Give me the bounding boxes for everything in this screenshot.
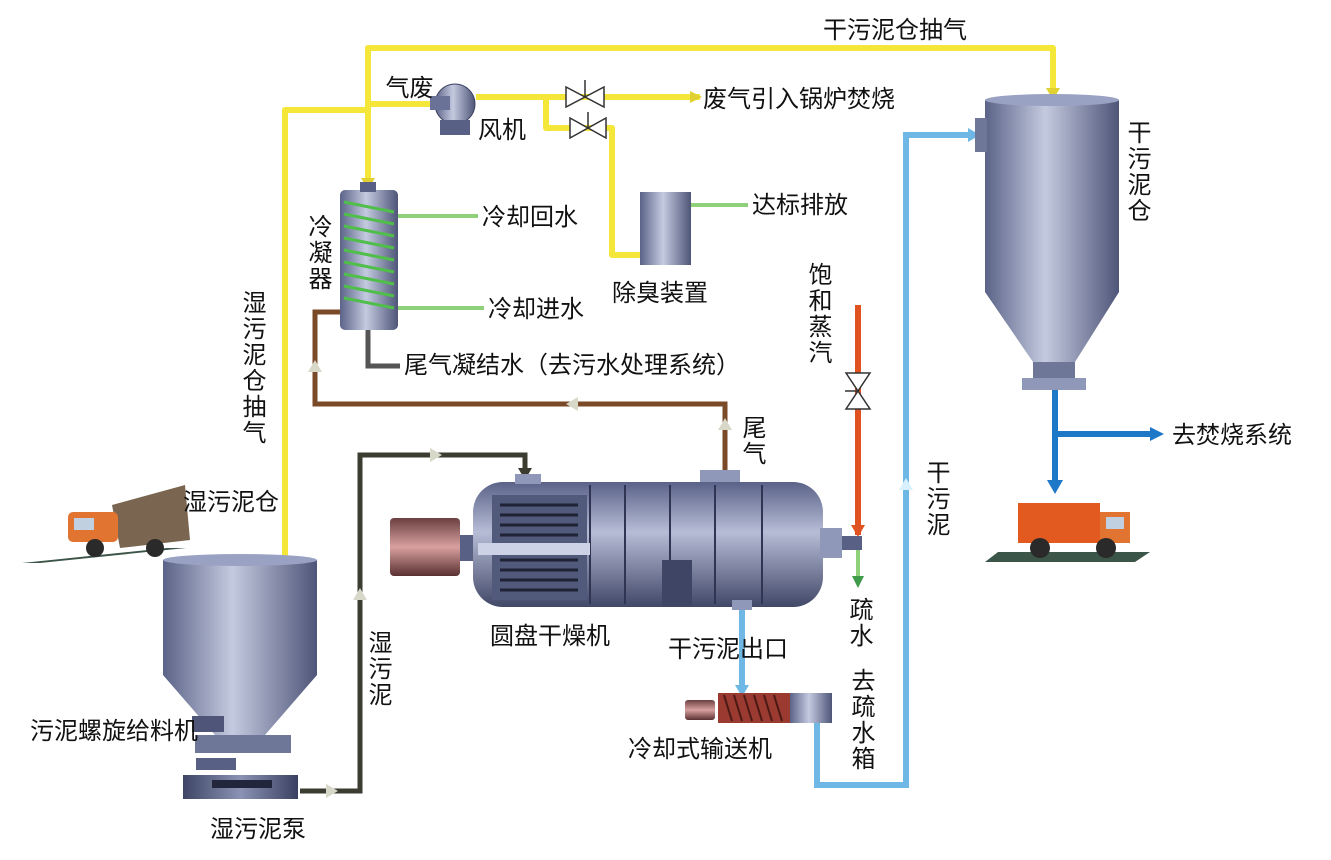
label-cooling-return: 冷却回水	[482, 203, 578, 231]
label-waste-gas: 废气	[381, 75, 433, 121]
tail-gas-pipe	[312, 309, 728, 475]
label-to-boiler: 废气引入锅炉焚烧	[703, 85, 895, 113]
label-to-incineration: 去焚烧系统	[1172, 421, 1292, 449]
label-saturated-steam: 饱和蒸汽	[804, 262, 832, 366]
label-dry-bin: 干污泥仓	[1123, 120, 1151, 224]
wet-sludge-bin	[163, 554, 317, 753]
label-emission: 达标排放	[752, 191, 848, 219]
label-drain: 疏水	[845, 597, 873, 649]
label-cooling-inlet: 冷却进水	[488, 295, 584, 323]
wet-bin-exhaust-pipe	[282, 107, 368, 560]
label-condenser: 冷凝器	[304, 214, 332, 292]
waste-gas-pipes	[282, 45, 1056, 560]
condensate-pipe	[365, 330, 400, 369]
label-wet-bin: 湿污泥仓	[183, 488, 279, 516]
label-tail-gas: 尾气	[738, 415, 766, 467]
gas-valve-icons	[565, 80, 607, 140]
cooling-water-pipes	[398, 203, 860, 580]
label-fan: 风机	[478, 116, 526, 144]
condenser	[340, 182, 398, 330]
label-condensate: 尾气凝结水（去污水处理系统）	[404, 351, 740, 379]
dry-sludge-pipes	[739, 132, 980, 788]
label-to-drain-tank: 去疏水箱	[847, 668, 875, 772]
wet-sludge-pipe	[300, 452, 528, 794]
incineration-pipes	[1052, 390, 1158, 485]
label-dry-bin-exhaust: 干污泥仓抽气	[823, 16, 967, 44]
label-wet-sludge-line: 湿污泥	[364, 630, 392, 708]
wet-sludge-pump	[183, 758, 298, 799]
label-wet-pump: 湿污泥泵	[210, 815, 306, 843]
truck-left-icon	[68, 485, 190, 557]
label-deodorizer: 除臭装置	[612, 279, 708, 307]
label-cooling-conveyor: 冷却式输送机	[628, 735, 772, 763]
steam-valve	[844, 372, 872, 410]
disc-dryer	[390, 470, 862, 610]
cooling-conveyor	[685, 693, 832, 723]
deodorizer	[640, 192, 691, 265]
label-dry-outlet: 干污泥出口	[668, 635, 788, 663]
deodorizer-feed-pipe	[543, 97, 640, 258]
label-disc-dryer: 圆盘干燥机	[490, 622, 610, 650]
fan-icon	[430, 83, 476, 135]
dry-bin-exhaust-pipe	[365, 45, 1056, 190]
dry-sludge-bin	[975, 94, 1119, 390]
label-wet-bin-exhaust: 湿污泥仓抽气	[238, 290, 266, 446]
label-screw-feeder: 污泥螺旋给料机	[30, 717, 198, 745]
label-dry-sludge-line: 干污泥	[922, 460, 950, 538]
truck-right-icon	[1018, 503, 1130, 558]
